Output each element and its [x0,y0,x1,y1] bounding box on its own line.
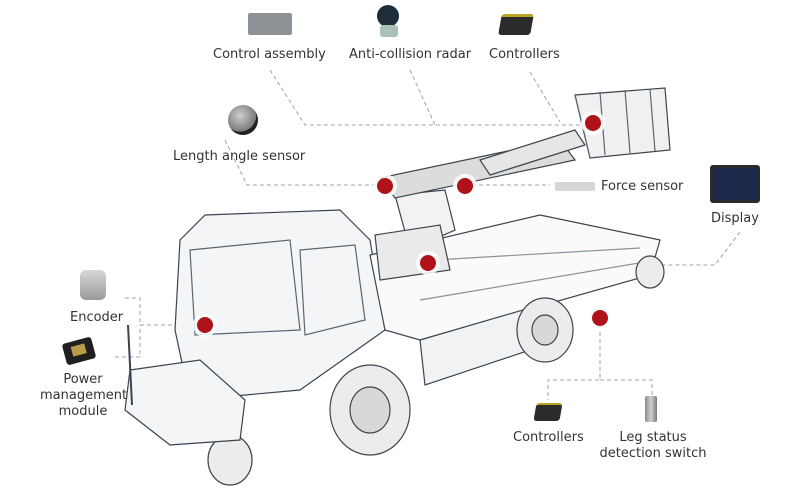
connector-radar [409,69,436,126]
label-line: module [58,404,108,419]
label-leg-status-switch: Leg status detection switch [598,430,708,462]
marker-cab[interactable] [197,317,213,333]
label-anti-collision-radar: Anti-collision radar [349,47,472,62]
display-screen-icon [710,165,760,203]
connector-controllers-top [529,71,561,123]
marker-turret[interactable] [420,255,436,271]
connector-length-angle [224,139,385,186]
connector-encoder [125,297,205,326]
proximity-switch-icon [645,396,657,422]
label-line: detection switch [599,446,707,461]
label-force-sensor: Force sensor [601,179,684,194]
load-cell-icon [555,182,595,191]
marker-basket[interactable] [585,115,601,131]
truck-wireframe [124,87,671,486]
label-line: Power [63,372,103,387]
rotary-encoder-icon [80,270,106,300]
controller-box-icon [498,14,534,35]
label-control-assembly: Control assembly [213,47,326,62]
label-line: management [40,388,128,403]
control-panel-icon [248,13,292,35]
label-controllers-bottom: Controllers [513,430,584,445]
label-length-angle-sensor: Length angle sensor [173,149,306,164]
connector-power-module [115,325,141,358]
label-line: Leg status [619,430,687,445]
controller-box-icon [533,403,563,421]
connector-bottom-branch [547,318,653,400]
marker-outrigger[interactable] [592,310,608,326]
marker-boom-base[interactable] [377,178,393,194]
label-controllers-top: Controllers [489,47,560,62]
marker-boom-force[interactable] [457,178,473,194]
label-display: Display [711,211,759,226]
radar-sensor-icon [375,5,401,37]
cable-reel-sensor-icon [228,105,258,135]
label-encoder: Encoder [70,310,124,325]
label-power-management-module: Power management module [40,372,128,420]
